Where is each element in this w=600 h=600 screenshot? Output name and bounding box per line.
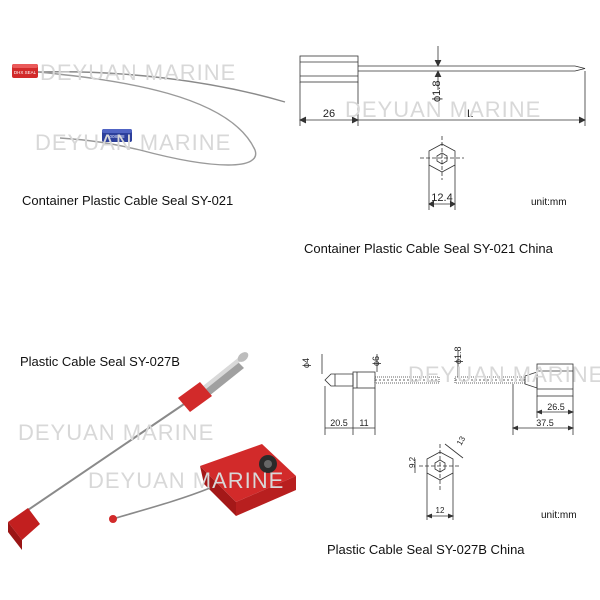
sy027b-hex-view: 9.2 13 12 bbox=[408, 434, 467, 520]
sy027b-dim-sleeve-length: 11 bbox=[359, 418, 368, 428]
sy027b-unit-label: unit:mm bbox=[541, 510, 577, 521]
sy027b-drawing-caption: Plastic Cable Seal SY-027B China bbox=[327, 542, 525, 557]
sy021-photo: DHX SEAL 008888 bbox=[12, 64, 286, 166]
sy027b-dim-tip-dia: ϕ4 bbox=[301, 358, 311, 368]
sy027b-red-endcap bbox=[8, 508, 40, 550]
sy021-dim-head-length: 26 bbox=[323, 108, 335, 120]
sy027b-dim-total-head: 37.5 bbox=[536, 418, 554, 428]
sy021-dim-cable-dia: ϕ1.8 bbox=[431, 81, 443, 102]
sy027b-dim-hex-width: 12 bbox=[436, 506, 445, 515]
sy027b-drawing-head bbox=[536, 363, 574, 397]
sy021-drawing: ϕ1.8 26 L 12.4 bbox=[299, 46, 586, 210]
sy021-red-seal-text: DHX SEAL bbox=[14, 70, 37, 75]
sy021-unit-label: unit:mm bbox=[531, 197, 567, 208]
sy021-red-head: DHX SEAL bbox=[12, 64, 38, 78]
sy027b-red-sleeve bbox=[178, 382, 212, 412]
sy021-dim-hex-width: 12.4 bbox=[431, 192, 452, 204]
sy027b-dim-hex-diag: 13 bbox=[455, 434, 468, 447]
sy021-drawing-head bbox=[299, 55, 359, 83]
sy027b-photo-caption: Plastic Cable Seal SY-027B bbox=[20, 354, 180, 369]
sy021-photo-caption: Container Plastic Cable Seal SY-021 bbox=[22, 193, 234, 208]
sy021-blue-seal-text: 008888 bbox=[109, 134, 125, 139]
sy021-cable-loop bbox=[37, 71, 257, 166]
sy027b-drawing: ϕ4 ϕ6 ϕ1.8 26.5 20.5 11 37.5 9.2 13 12 bbox=[301, 346, 575, 520]
sy027b-dim-hex-height: 9.2 bbox=[408, 456, 417, 468]
sy027b-metal-tip bbox=[196, 352, 249, 400]
sy027b-cable bbox=[24, 399, 191, 513]
sy027b-dim-sleeve-dia: ϕ6 bbox=[371, 356, 381, 366]
sy027b-dim-head-length: 26.5 bbox=[547, 402, 565, 412]
sy027b-red-head bbox=[200, 444, 296, 516]
sy021-hex-view: 12.4 bbox=[420, 136, 464, 210]
sy027b-cable-ball bbox=[109, 515, 117, 523]
sy021-blue-head: 008888 bbox=[102, 129, 132, 142]
sy027b-dim-cable-dia: ϕ1.8 bbox=[453, 346, 463, 364]
sy021-dim-cable-length: L bbox=[467, 108, 473, 120]
sy021-cable bbox=[37, 71, 286, 103]
sy021-drawing-caption: Container Plastic Cable Seal SY-021 Chin… bbox=[304, 241, 553, 256]
sy027b-dim-tip-length: 20.5 bbox=[330, 418, 348, 428]
sy027b-photo bbox=[8, 352, 296, 550]
